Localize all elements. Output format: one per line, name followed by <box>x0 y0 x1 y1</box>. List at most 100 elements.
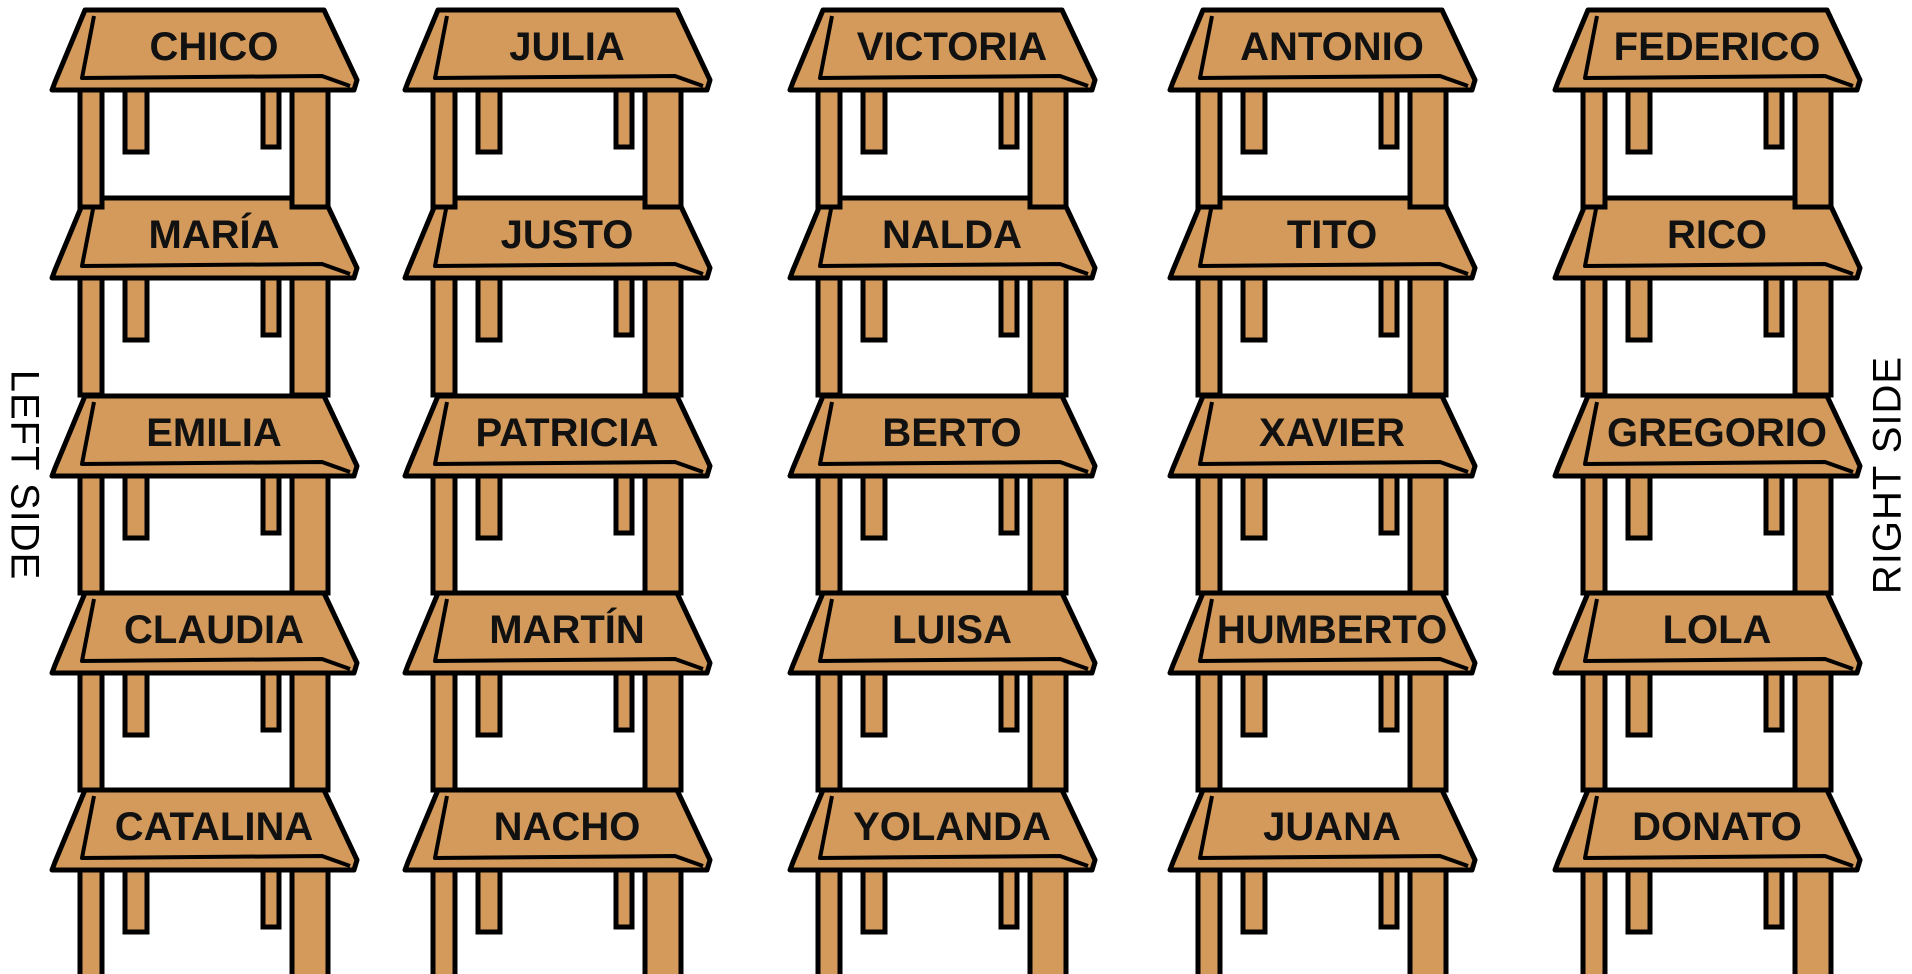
desk-edge-line <box>80 401 351 474</box>
desk: CATALINA <box>49 787 360 974</box>
desk-name: XAVIER <box>1259 411 1405 455</box>
desk-top <box>402 7 713 93</box>
desk-leg <box>815 468 843 596</box>
desk-leg <box>77 862 105 974</box>
desk-leg <box>1580 468 1608 596</box>
desk-leg <box>122 862 150 935</box>
desk-leg <box>1027 862 1069 974</box>
desk-name: NACHO <box>494 805 641 849</box>
desk: CLAUDIA <box>49 590 360 793</box>
desk-leg <box>613 270 635 338</box>
desk-name: CLAUDIA <box>124 608 304 652</box>
desk-leg <box>430 82 458 210</box>
desk-leg <box>1027 665 1069 793</box>
desk-leg <box>1792 468 1834 596</box>
desk-leg <box>998 665 1020 733</box>
desk-name: HUMBERTO <box>1217 608 1447 652</box>
desk-leg <box>475 270 503 343</box>
desk: YOLANDA <box>787 787 1098 974</box>
desk: BERTO <box>787 393 1098 596</box>
desk-leg <box>642 82 684 210</box>
desk-leg <box>1407 270 1449 398</box>
desk-name: TITO <box>1287 213 1377 257</box>
desk-leg <box>642 270 684 398</box>
desk-leg <box>815 665 843 793</box>
desk-leg <box>260 862 282 930</box>
desk: ANTONIO <box>1167 7 1478 210</box>
desk-name: NALDA <box>882 213 1022 257</box>
desk-name: RICO <box>1667 213 1767 257</box>
desk-leg <box>1763 665 1785 733</box>
desk-leg <box>475 82 503 155</box>
desk-edge-line <box>433 795 704 868</box>
desk: JUANA <box>1167 787 1478 974</box>
desk-leg <box>1407 665 1449 793</box>
desk: PATRICIA <box>402 393 713 596</box>
desk-leg <box>860 270 888 343</box>
desk-leg <box>1580 270 1608 398</box>
desk-edge-line <box>1583 401 1854 474</box>
desk: XAVIER <box>1167 393 1478 596</box>
desk-leg <box>642 468 684 596</box>
desk-leg <box>613 468 635 536</box>
desk-leg <box>998 82 1020 150</box>
desk-name: CHICO <box>150 25 279 69</box>
desk-leg <box>815 862 843 974</box>
desk-leg <box>642 862 684 974</box>
desk: DONATO <box>1552 787 1863 974</box>
desk-edge-line <box>818 598 1089 671</box>
desk-leg <box>1378 665 1400 733</box>
desk-edge-line <box>80 15 351 88</box>
desk-name: MARTÍN <box>489 607 645 652</box>
desk-leg <box>1027 468 1069 596</box>
desk: EMILIA <box>49 393 360 596</box>
desk-name: LOLA <box>1663 608 1772 652</box>
desk-name: ANTONIO <box>1240 25 1424 69</box>
desk-leg <box>860 862 888 935</box>
desk-name: GREGORIO <box>1607 411 1827 455</box>
desk-edge-line <box>1583 203 1854 276</box>
desk-leg <box>289 665 331 793</box>
desk-leg <box>289 862 331 974</box>
desk-name: YOLANDA <box>853 805 1051 849</box>
desk-leg <box>860 82 888 155</box>
desk: JULIA <box>402 7 713 210</box>
desk-edge-line <box>1583 15 1854 88</box>
desk: LUISA <box>787 590 1098 793</box>
desk: NALDA <box>787 195 1098 398</box>
desk-leg <box>613 862 635 930</box>
desk-leg <box>260 665 282 733</box>
desk: LOLA <box>1552 590 1863 793</box>
desk-leg <box>642 665 684 793</box>
desk-name: JUSTO <box>501 213 634 257</box>
desk-leg <box>122 270 150 343</box>
desk: MARTÍN <box>402 590 713 793</box>
desk: CHICO <box>49 7 360 210</box>
desk-leg <box>998 862 1020 930</box>
desk: MARÍA <box>49 195 360 398</box>
desk-edge-line <box>80 203 351 276</box>
desk-name: PATRICIA <box>476 411 659 455</box>
desk-leg <box>860 665 888 738</box>
desk-leg <box>475 468 503 541</box>
desk: FEDERICO <box>1552 7 1863 210</box>
desk-leg <box>1240 82 1268 155</box>
desk-leg <box>77 82 105 210</box>
desk-leg <box>1625 270 1653 343</box>
desk-leg <box>1625 665 1653 738</box>
desk-leg <box>998 270 1020 338</box>
desk-leg <box>430 862 458 974</box>
desk-leg <box>1625 862 1653 935</box>
desk: HUMBERTO <box>1167 590 1478 793</box>
desk-leg <box>122 82 150 155</box>
desk-leg <box>1240 468 1268 541</box>
desk-leg <box>1792 82 1834 210</box>
desk-leg <box>1195 82 1223 210</box>
desk-edge-line <box>1198 203 1469 276</box>
desk-leg <box>430 468 458 596</box>
desk: RICO <box>1552 195 1863 398</box>
desk-leg <box>1407 82 1449 210</box>
desk-leg <box>1625 468 1653 541</box>
desk-leg <box>1195 665 1223 793</box>
desk-leg <box>860 468 888 541</box>
